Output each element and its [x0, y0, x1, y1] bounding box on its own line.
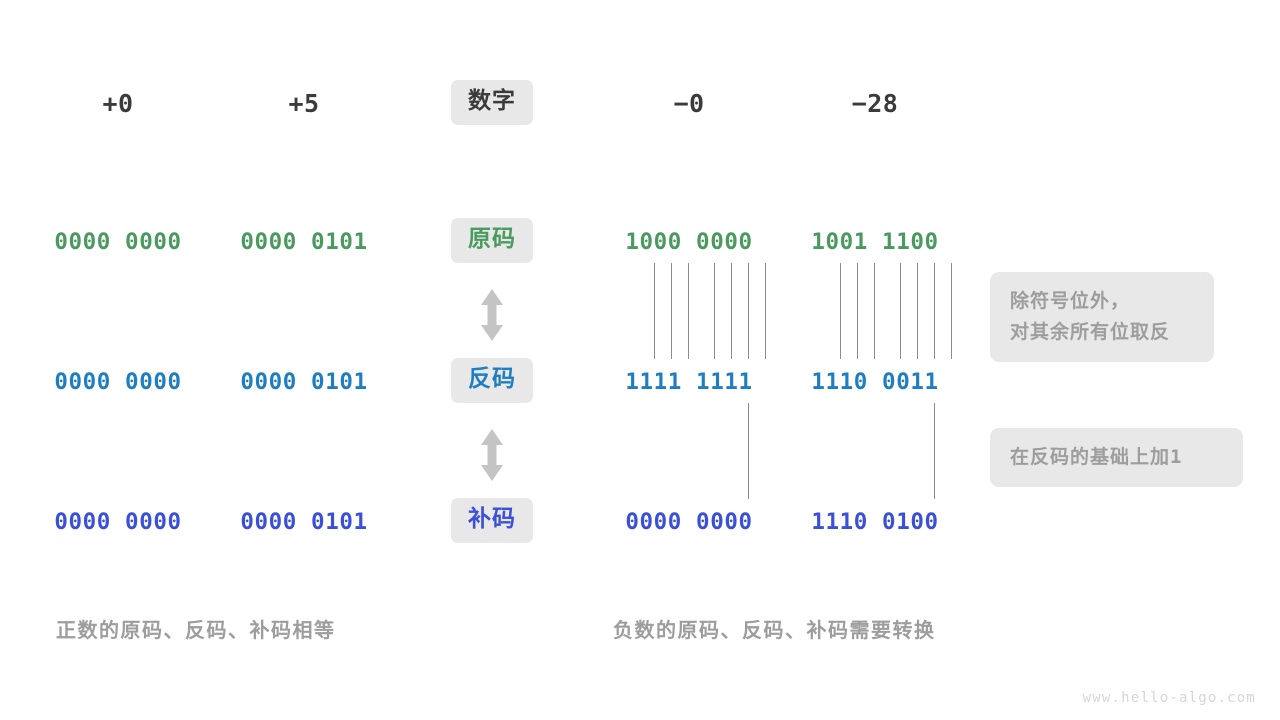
connector-tick	[671, 263, 672, 359]
header-number-minus-twentyeight: −28	[851, 89, 899, 118]
connector-tick	[654, 263, 655, 359]
annotation-invert-bits: 除符号位外， 对其余所有位取反	[990, 272, 1214, 362]
row-label-sign-magnitude: 原码	[451, 218, 533, 263]
annotation-invert-bits-line2: 对其余所有位取反	[1010, 321, 1171, 343]
connector-tick	[765, 263, 766, 359]
row-twos-complement-value-plus-zero: 0000 0000	[54, 509, 182, 535]
connector-tick	[934, 263, 935, 359]
row-sign-magnitude-value-plus-five: 0000 0101	[240, 229, 368, 255]
annotation-add-one-text: 在反码的基础上加	[1010, 446, 1171, 468]
header-number-minus-zero: −0	[673, 89, 705, 118]
up-down-arrow-icon-ones-to-twos	[481, 429, 503, 481]
connector-tick	[688, 263, 689, 359]
up-down-arrow-icon-sign-to-ones	[481, 289, 503, 341]
row-ones-complement-value-minus-zero: 1111 1111	[625, 369, 753, 395]
caption-positive-numbers: 正数的原码、反码、补码相等	[56, 618, 336, 642]
row-ones-complement-value-plus-five: 0000 0101	[240, 369, 368, 395]
header-label-badge: 数字	[451, 80, 533, 125]
row-twos-complement-value-minus-zero: 0000 0000	[625, 509, 753, 535]
row-sign-magnitude-value-plus-zero: 0000 0000	[54, 229, 182, 255]
connector-tick	[748, 263, 749, 359]
row-label-ones-complement-wrap: 反码	[402, 358, 582, 403]
header-label-badge-wrap: 数字	[402, 80, 582, 125]
annotation-invert-bits-line1: 除符号位外，	[1010, 290, 1131, 312]
row-label-ones-complement: 反码	[451, 358, 533, 403]
row-ones-complement-value-minus-twentyeight: 1110 0011	[811, 369, 939, 395]
row-label-sign-magnitude-wrap: 原码	[402, 218, 582, 263]
header-number-plus-zero: +0	[102, 89, 134, 118]
connector-tick	[917, 263, 918, 359]
connector-tick	[951, 263, 952, 359]
row-label-twos-complement-wrap: 补码	[402, 498, 582, 543]
annotation-add-one: 在反码的基础上加1	[990, 428, 1243, 487]
row-label-twos-complement: 补码	[451, 498, 533, 543]
connector-tick	[900, 263, 901, 359]
watermark: www.hello-algo.com	[1082, 690, 1256, 706]
header-number-plus-five: +5	[288, 89, 320, 118]
annotation-add-one-value: 1	[1170, 446, 1183, 468]
connector-tick	[857, 263, 858, 359]
connector-tick	[934, 403, 935, 499]
connector-tick	[748, 403, 749, 499]
row-twos-complement-value-plus-five: 0000 0101	[240, 509, 368, 535]
connector-tick	[714, 263, 715, 359]
connector-tick	[840, 263, 841, 359]
caption-negative-numbers: 负数的原码、反码、补码需要转换	[613, 618, 936, 642]
row-sign-magnitude-value-minus-zero: 1000 0000	[625, 229, 753, 255]
row-twos-complement-value-minus-twentyeight: 1110 0100	[811, 509, 939, 535]
row-sign-magnitude-value-minus-twentyeight: 1001 1100	[811, 229, 939, 255]
row-ones-complement-value-plus-zero: 0000 0000	[54, 369, 182, 395]
connector-tick	[731, 263, 732, 359]
connector-tick	[874, 263, 875, 359]
